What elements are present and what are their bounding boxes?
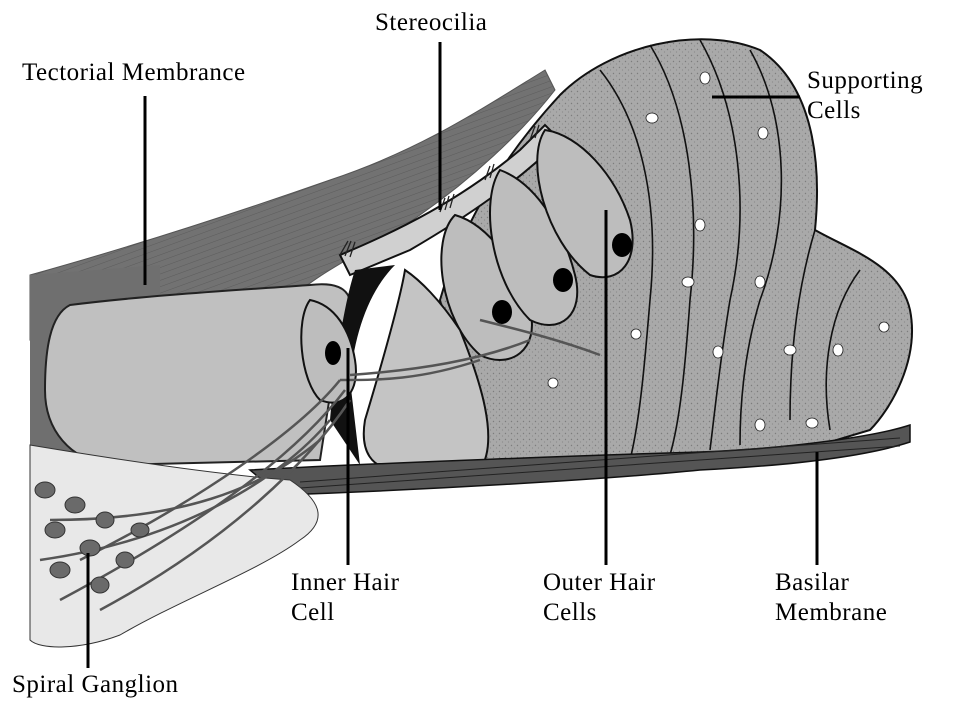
- inner-hair-cell-label-line1: Inner Hair: [291, 568, 399, 598]
- basilar-membrane-label-line2: Membrane: [775, 598, 887, 628]
- spiral-ganglion-label: Spiral Ganglion: [12, 670, 179, 700]
- supporting-cells-label-line1: Supporting: [807, 66, 923, 96]
- tectorial-membrane-label: Tectorial Membrance: [22, 58, 246, 88]
- inner-hair-cell-nucleus: [325, 341, 341, 365]
- basilar-membrane-label-line1: Basilar: [775, 568, 887, 598]
- outer-hair-cells-label-line2: Cells: [543, 598, 656, 628]
- supporting-cells-label: Supporting Cells: [807, 66, 923, 126]
- inner-hair-cell-label-line2: Cell: [291, 598, 399, 628]
- inner-hair-cell-label: Inner Hair Cell: [291, 568, 399, 628]
- basilar-membrane-label: Basilar Membrane: [775, 568, 887, 628]
- supporting-cells-label-line2: Cells: [807, 96, 923, 126]
- outer-hair-cells-label: Outer Hair Cells: [543, 568, 656, 628]
- stereocilia-label: Stereocilia: [375, 8, 487, 38]
- outer-hair-cells-label-line1: Outer Hair: [543, 568, 656, 598]
